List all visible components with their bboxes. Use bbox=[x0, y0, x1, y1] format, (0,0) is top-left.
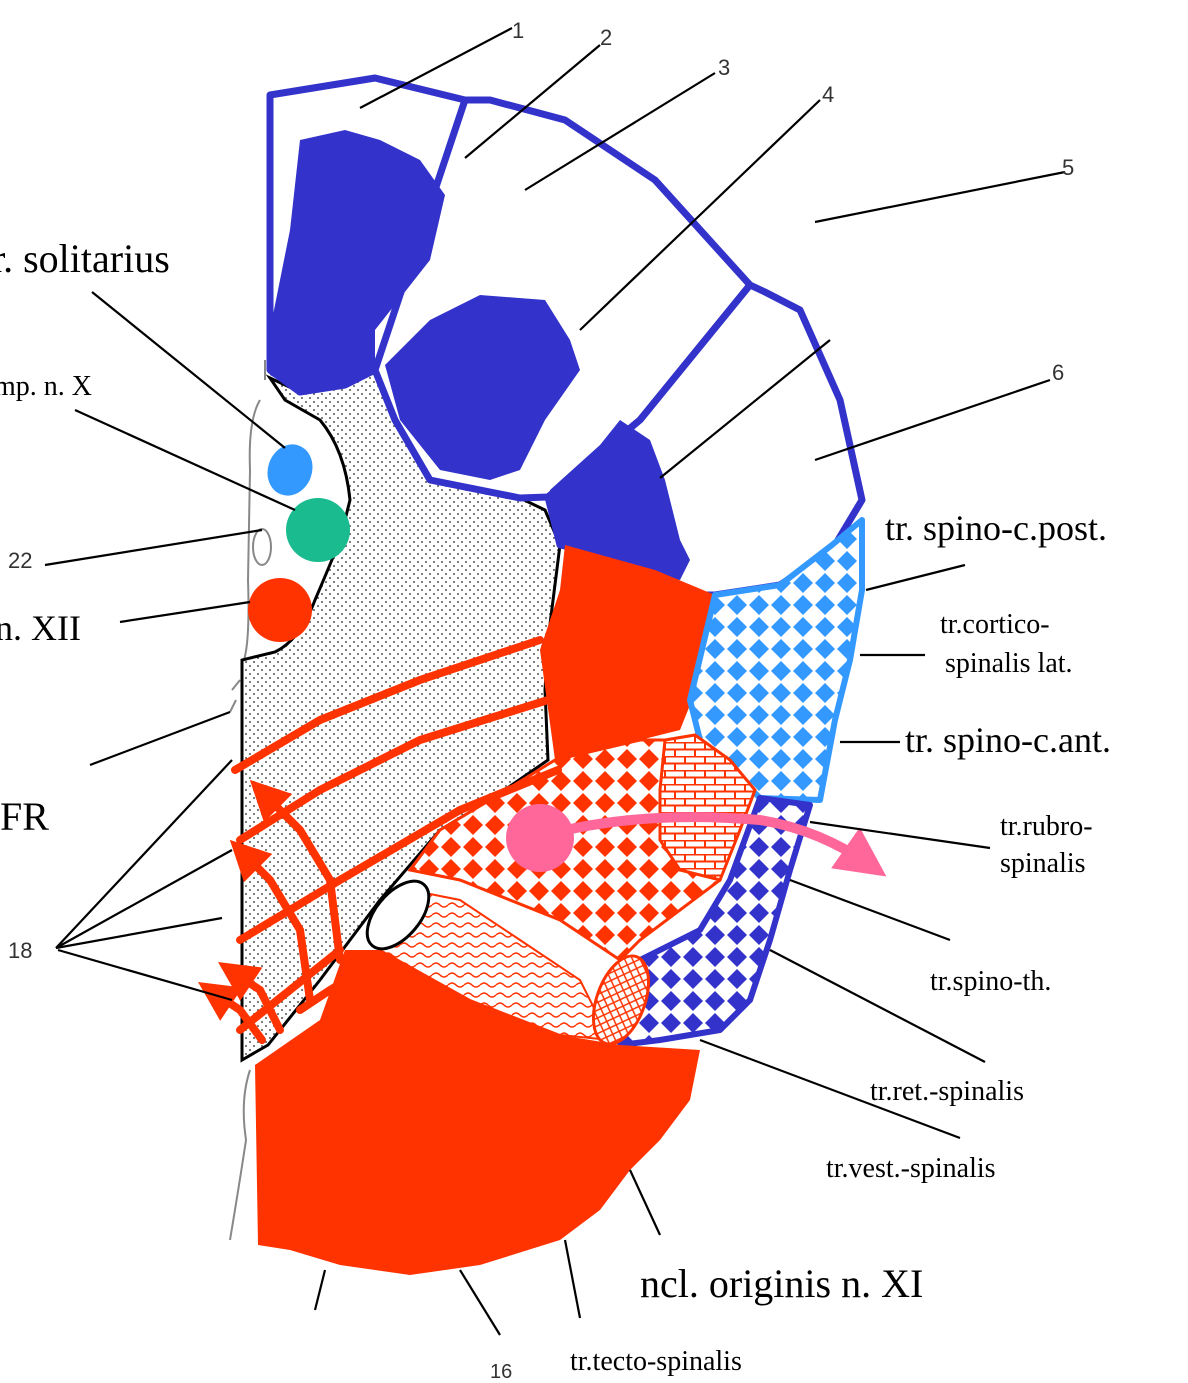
label-tr-rubro-2: spinalis bbox=[1000, 848, 1086, 879]
mp-n-x-nucleus bbox=[286, 498, 350, 562]
label-num-1: 1 bbox=[512, 18, 524, 43]
label-tr-spino-c-post: tr. spino-c.post. bbox=[885, 508, 1107, 548]
label-num-3: 3 bbox=[718, 55, 730, 80]
label-num-18: 18 bbox=[8, 938, 32, 963]
label-tr-ret-spinalis: tr.ret.-spinalis bbox=[870, 1076, 1024, 1107]
label-mp-n-x: mp. n. X bbox=[0, 371, 92, 402]
label-ncl-originis-n-xi: ncl. originis n. XI bbox=[640, 1261, 923, 1306]
label-tr-cortico-2: spinalis lat. bbox=[945, 648, 1073, 679]
label-num-6: 6 bbox=[1052, 360, 1064, 385]
label-num-5: 5 bbox=[1062, 155, 1074, 180]
label-tr-rubro-1: tr.rubro- bbox=[1000, 811, 1093, 842]
label-tr-solitarius: r. solitarius bbox=[0, 236, 170, 281]
label-num-22: 22 bbox=[8, 548, 32, 573]
label-tr-vest-spinalis: tr.vest.-spinalis bbox=[826, 1153, 996, 1184]
label-fr: FR bbox=[0, 794, 49, 839]
label-tr-tecto-spinalis: tr.tecto-spinalis bbox=[570, 1346, 742, 1377]
label-num-16: 16 bbox=[490, 1361, 512, 1383]
label-n-xii: n. XII bbox=[0, 608, 81, 648]
label-num-4: 4 bbox=[822, 82, 834, 107]
label-tr-cortico-1: tr.cortico- bbox=[940, 609, 1050, 640]
label-tr-spino-th: tr.spino-th. bbox=[930, 966, 1051, 997]
tr-solitarius-nucleus bbox=[260, 438, 319, 502]
n-xii-nucleus bbox=[248, 578, 312, 642]
label-num-2: 2 bbox=[600, 25, 612, 50]
label-tr-spino-c-ant: tr. spino-c.ant. bbox=[905, 720, 1111, 760]
pink-nucleus bbox=[506, 804, 574, 872]
